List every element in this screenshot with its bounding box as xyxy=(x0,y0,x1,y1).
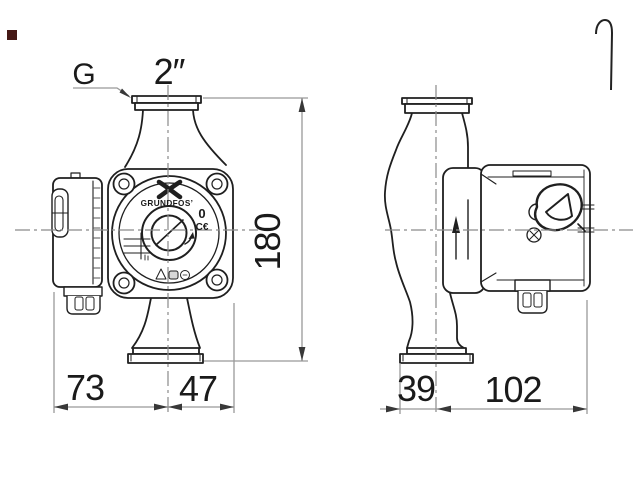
terminal-box xyxy=(51,172,103,315)
dimension-lines xyxy=(53,87,588,414)
g-leader-arrow xyxy=(119,88,131,98)
housing-circle-inner xyxy=(118,182,220,284)
label-dim-102: 102 xyxy=(484,369,541,410)
label-dim-47: 47 xyxy=(179,368,217,409)
label-size-2in: 2″ xyxy=(154,51,186,92)
label-dim-73: 73 xyxy=(66,367,104,408)
top-flange-side xyxy=(401,97,473,114)
approval-mark-icon xyxy=(168,270,179,280)
housing-circle-outer xyxy=(111,175,227,291)
setting-scale-marks xyxy=(123,232,151,261)
motor-box xyxy=(480,164,595,292)
grundfos-logo-icon xyxy=(156,179,183,200)
screw-bosses xyxy=(112,172,229,295)
label-dim-39: 39 xyxy=(397,368,435,409)
cable-gland-side xyxy=(514,279,551,314)
warning-triangle-icon xyxy=(155,268,167,280)
dimension-labels: G 2″ 180 73 47 39 102 GRUNDFOS’ 0 C€ xyxy=(66,51,543,410)
certification-marks xyxy=(155,268,190,280)
side-selector-switch xyxy=(51,188,69,238)
screw-icon xyxy=(526,227,542,243)
zero-mark: 0 xyxy=(198,206,205,221)
label-thread-g: G xyxy=(72,58,95,91)
pump-housing-plate xyxy=(107,168,234,299)
red-square-marker xyxy=(7,30,17,40)
centerlines xyxy=(15,85,633,414)
bottom-flange-front xyxy=(127,297,204,364)
approval-circle-icon xyxy=(180,270,190,280)
top-flange-front xyxy=(124,95,227,168)
speed-selector-dial xyxy=(141,205,197,261)
cable-gland-front xyxy=(63,286,103,315)
curved-hook-mark xyxy=(595,18,614,91)
brand-text: GRUNDFOS’ xyxy=(141,199,194,208)
front-view xyxy=(51,95,234,364)
label-height-180: 180 xyxy=(247,213,288,270)
speed-selector-knob-side xyxy=(528,183,586,232)
dimension-arrows xyxy=(54,88,587,413)
ce-mark: C€ xyxy=(196,222,209,233)
